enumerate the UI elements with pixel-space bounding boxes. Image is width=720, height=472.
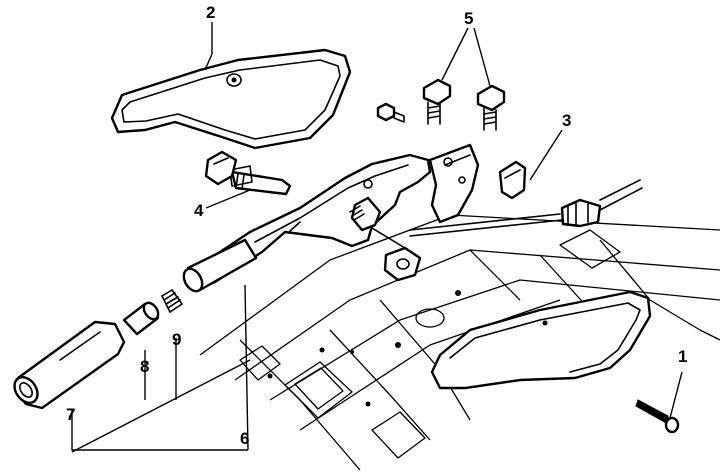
callout-6: 6 [240, 429, 249, 448]
callout-7: 7 [66, 405, 75, 424]
floor-panel [199, 214, 720, 471]
cable-adjuster [349, 196, 382, 232]
hand-brake-lever [182, 153, 432, 293]
left-console-cover [110, 48, 352, 150]
callout-1: 1 [678, 347, 687, 366]
hand-grip [13, 320, 126, 410]
bracket-screw [376, 102, 405, 123]
mounting-bolt-right [476, 84, 506, 131]
callout-9: 9 [172, 330, 181, 349]
brake-warning-switch [229, 165, 292, 196]
right-console-cover [430, 290, 652, 390]
callout-4: 4 [194, 201, 204, 220]
leader-lines [71, 22, 683, 453]
release-spring [161, 289, 183, 313]
lever-mounting-bracket [371, 143, 480, 282]
callout-3: 3 [562, 111, 571, 130]
switch-clip [204, 150, 238, 186]
callout-2: 2 [206, 3, 215, 22]
floor-mount-hole [415, 308, 445, 328]
mounting-bolt-left [422, 78, 452, 125]
brake-cable [409, 179, 643, 237]
cover-screw [635, 399, 680, 434]
callout-8: 8 [140, 357, 149, 376]
grip-sleeve [122, 301, 160, 336]
callout-5: 5 [464, 9, 473, 28]
cable-retaining-clip [498, 160, 527, 200]
